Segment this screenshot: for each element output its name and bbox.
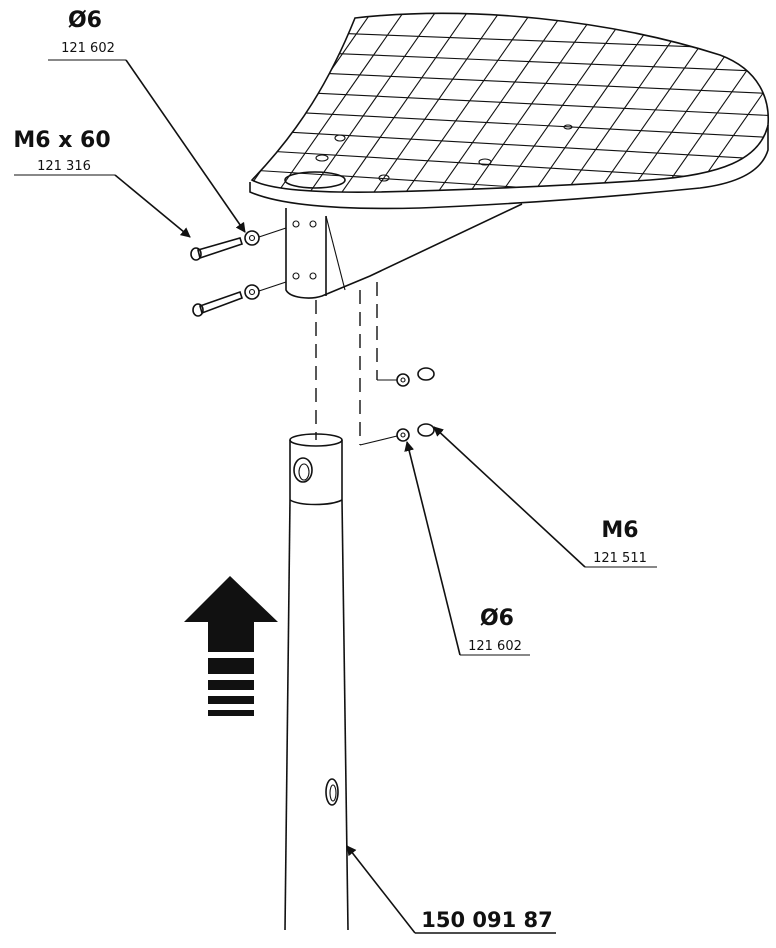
seat-grid [252,13,769,193]
washer-top-size: Ø6 [68,8,102,33]
seat-shell [249,12,770,210]
washer-lower-right [396,428,410,442]
washer-upper-left [244,230,260,246]
washer-top-code: 121 602 [61,41,115,56]
washer-bottom-code: 121 602 [468,639,522,654]
leader-lines [14,59,657,934]
washer-upper-right [396,373,410,387]
nut-size: M6 [601,518,638,543]
bolt-size: M6 x 60 [13,128,110,153]
tube-code: 150 091 87 [421,908,553,932]
bolt-upper [190,237,244,261]
washer-lower-left [244,284,260,300]
up-arrow-icon [184,576,278,716]
bolt-code: 121 316 [37,159,91,174]
washer-bottom-size: Ø6 [480,606,514,631]
nut-code: 121 511 [593,551,647,566]
nut-lower [417,423,435,437]
assembly-guides [315,282,398,446]
nut-upper [417,367,435,381]
tube [284,433,349,931]
seat-bracket [285,203,523,299]
bolt-lower [192,290,244,317]
